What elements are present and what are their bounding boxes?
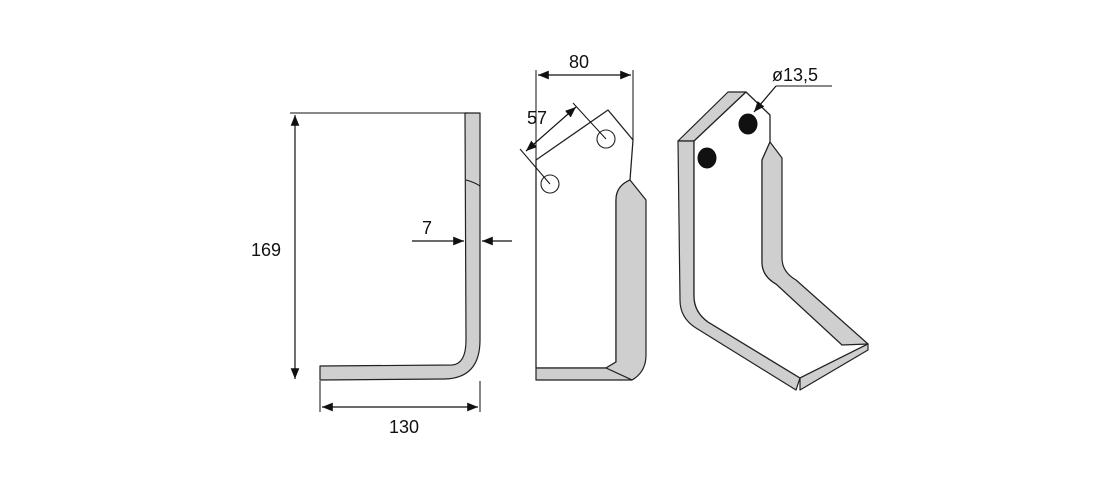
side-view: 169 7 130 bbox=[251, 112, 512, 437]
width-dimension-label: 130 bbox=[389, 417, 419, 437]
iso-view-hole-right bbox=[738, 113, 758, 135]
front-view: 80 57 bbox=[519, 52, 647, 381]
iso-view-cutting-edge bbox=[761, 141, 869, 346]
side-view-bend-line bbox=[465, 179, 481, 187]
iso-view-bottom-edge bbox=[799, 343, 869, 391]
iso-view-hole-left bbox=[697, 147, 717, 169]
hole-diameter-label: ø13,5 bbox=[772, 65, 818, 85]
hole-diameter-leader-arrow bbox=[753, 85, 777, 113]
height-dimension-label: 169 bbox=[251, 240, 281, 260]
isometric-view: ø13,5 bbox=[677, 65, 869, 391]
thickness-dimension-label: 7 bbox=[422, 218, 432, 238]
front-view-bottom-edge bbox=[535, 367, 633, 381]
top-width-dimension-label: 80 bbox=[569, 52, 589, 72]
hole-spacing-dimension-line bbox=[525, 106, 577, 152]
side-view-blade-profile bbox=[319, 112, 481, 381]
hole-spacing-extension-right bbox=[572, 102, 607, 140]
hole-spacing-dimension-label: 57 bbox=[527, 108, 547, 128]
hole-spacing-extension-left bbox=[519, 148, 551, 185]
